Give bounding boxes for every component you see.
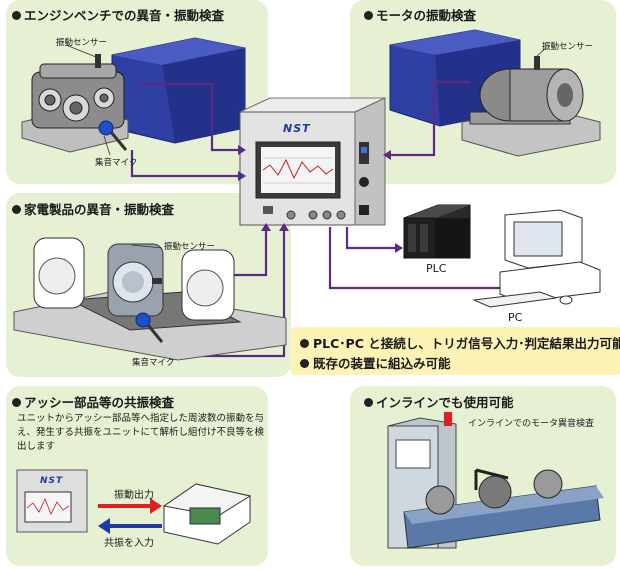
- assy-device-logo: NST: [40, 476, 64, 486]
- appliance-title: 家電製品の異音・振動検査: [12, 199, 174, 218]
- engine-mic-label: 集音マイク: [95, 158, 138, 168]
- assy-description: ユニットからアッシー部品等へ指定した周波数の振動を与え、発生する共振をユニットに…: [17, 413, 265, 452]
- inline-caption: インラインでのモータ異音検査: [468, 419, 595, 429]
- engine-title: エンジンベンチでの異音・振動検査: [12, 5, 224, 24]
- inline-illustration: [387, 412, 604, 549]
- motor-sensor-label: 振動センサー: [542, 42, 594, 52]
- plc-label: PLC: [426, 262, 447, 275]
- motor-illustration: [389, 29, 601, 157]
- inline-title: インラインでも使用可能: [364, 392, 514, 411]
- notes-box: [291, 327, 620, 375]
- engine-block: [31, 63, 125, 129]
- pc-label: PC: [508, 311, 523, 324]
- appliance-sensor-label: 振動センサー: [164, 242, 216, 252]
- analyzer-unit: [239, 97, 386, 226]
- assy-illustration: [16, 469, 252, 545]
- appliance-illustration: [13, 237, 287, 361]
- appliance-mic: [135, 312, 151, 328]
- assy-title: アッシー部品等の共振検査: [12, 392, 174, 411]
- plc-device: [403, 204, 471, 259]
- assy-output-label: 振動出力: [114, 490, 154, 501]
- assy-input-label: 共振を入力: [104, 538, 154, 549]
- note-line-2: 既存の装置に組込み可能: [300, 353, 451, 372]
- device-logo: NST: [283, 122, 311, 135]
- motor-title: モータの振動検査: [364, 5, 476, 24]
- note-line-1: PLC･PC と接続し、トリガ信号入力･判定結果出力可能: [300, 333, 620, 352]
- engine-sensor-label: 振動センサー: [56, 38, 108, 48]
- pc-device: [472, 209, 601, 308]
- appliance-mic-label: 集音マイク: [132, 358, 175, 368]
- engine-mic: [98, 120, 114, 136]
